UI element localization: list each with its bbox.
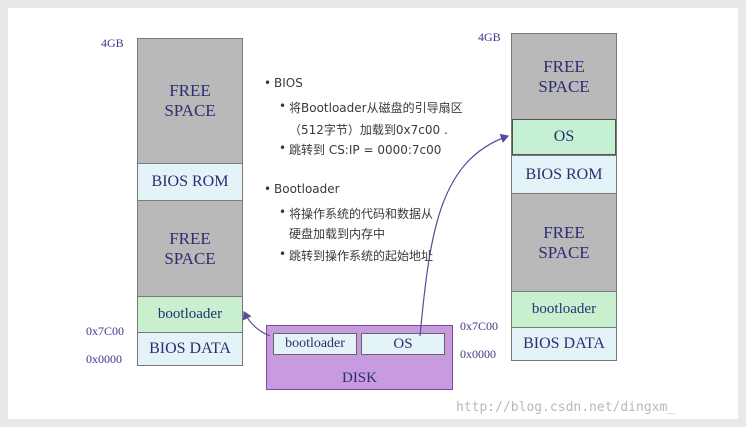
right-bios-data: BIOS DATA: [512, 327, 616, 361]
right-addr-7c00: 0x7C00: [460, 319, 499, 333]
note-bootloader-item-2: 跳转到操作系统的起始地址: [279, 247, 433, 264]
left-addr-7c00: 0x7C00: [86, 324, 125, 338]
right-os: OS: [512, 119, 616, 155]
note-bios-item-2: 跳转到 CS:IP = 0000:7c00: [279, 141, 441, 158]
note-bios-item-1: 将Bootloader从磁盘的引导扇区: [279, 99, 463, 116]
disk-bootloader: bootloader: [273, 333, 357, 355]
right-addr-0000: 0x0000: [460, 347, 496, 361]
left-addr-0000: 0x0000: [86, 352, 122, 366]
left-4gb-label: 4GB: [101, 36, 124, 50]
disk-os: OS: [361, 333, 445, 355]
note-bios-item-1-cont: （512字节）加载到0x7c00 .: [289, 123, 448, 137]
note-bios-title: BIOS: [264, 76, 303, 90]
left-bios-data: BIOS DATA: [138, 332, 242, 366]
note-bootloader-item-1-cont: 硬盘加载到内存中: [289, 227, 386, 241]
right-bios-rom: BIOS ROM: [512, 155, 616, 193]
right-4gb-label: 4GB: [478, 30, 501, 44]
watermark: http://blog.csdn.net/dingxm_: [456, 400, 676, 415]
arrow-disk-to-os: [419, 133, 510, 337]
left-bios-rom: BIOS ROM: [138, 163, 242, 200]
disk-label: DISK: [341, 370, 377, 386]
left-bootloader: bootloader: [138, 296, 242, 332]
note-bootloader-title: Bootloader: [264, 182, 340, 196]
disk: bootloader OS DISK: [266, 325, 453, 390]
note-bootloader-item-1: 将操作系统的代码和数据从: [279, 205, 433, 222]
right-bootloader: bootloader: [512, 291, 616, 327]
arrow-disk-to-bootloader: [242, 310, 271, 337]
